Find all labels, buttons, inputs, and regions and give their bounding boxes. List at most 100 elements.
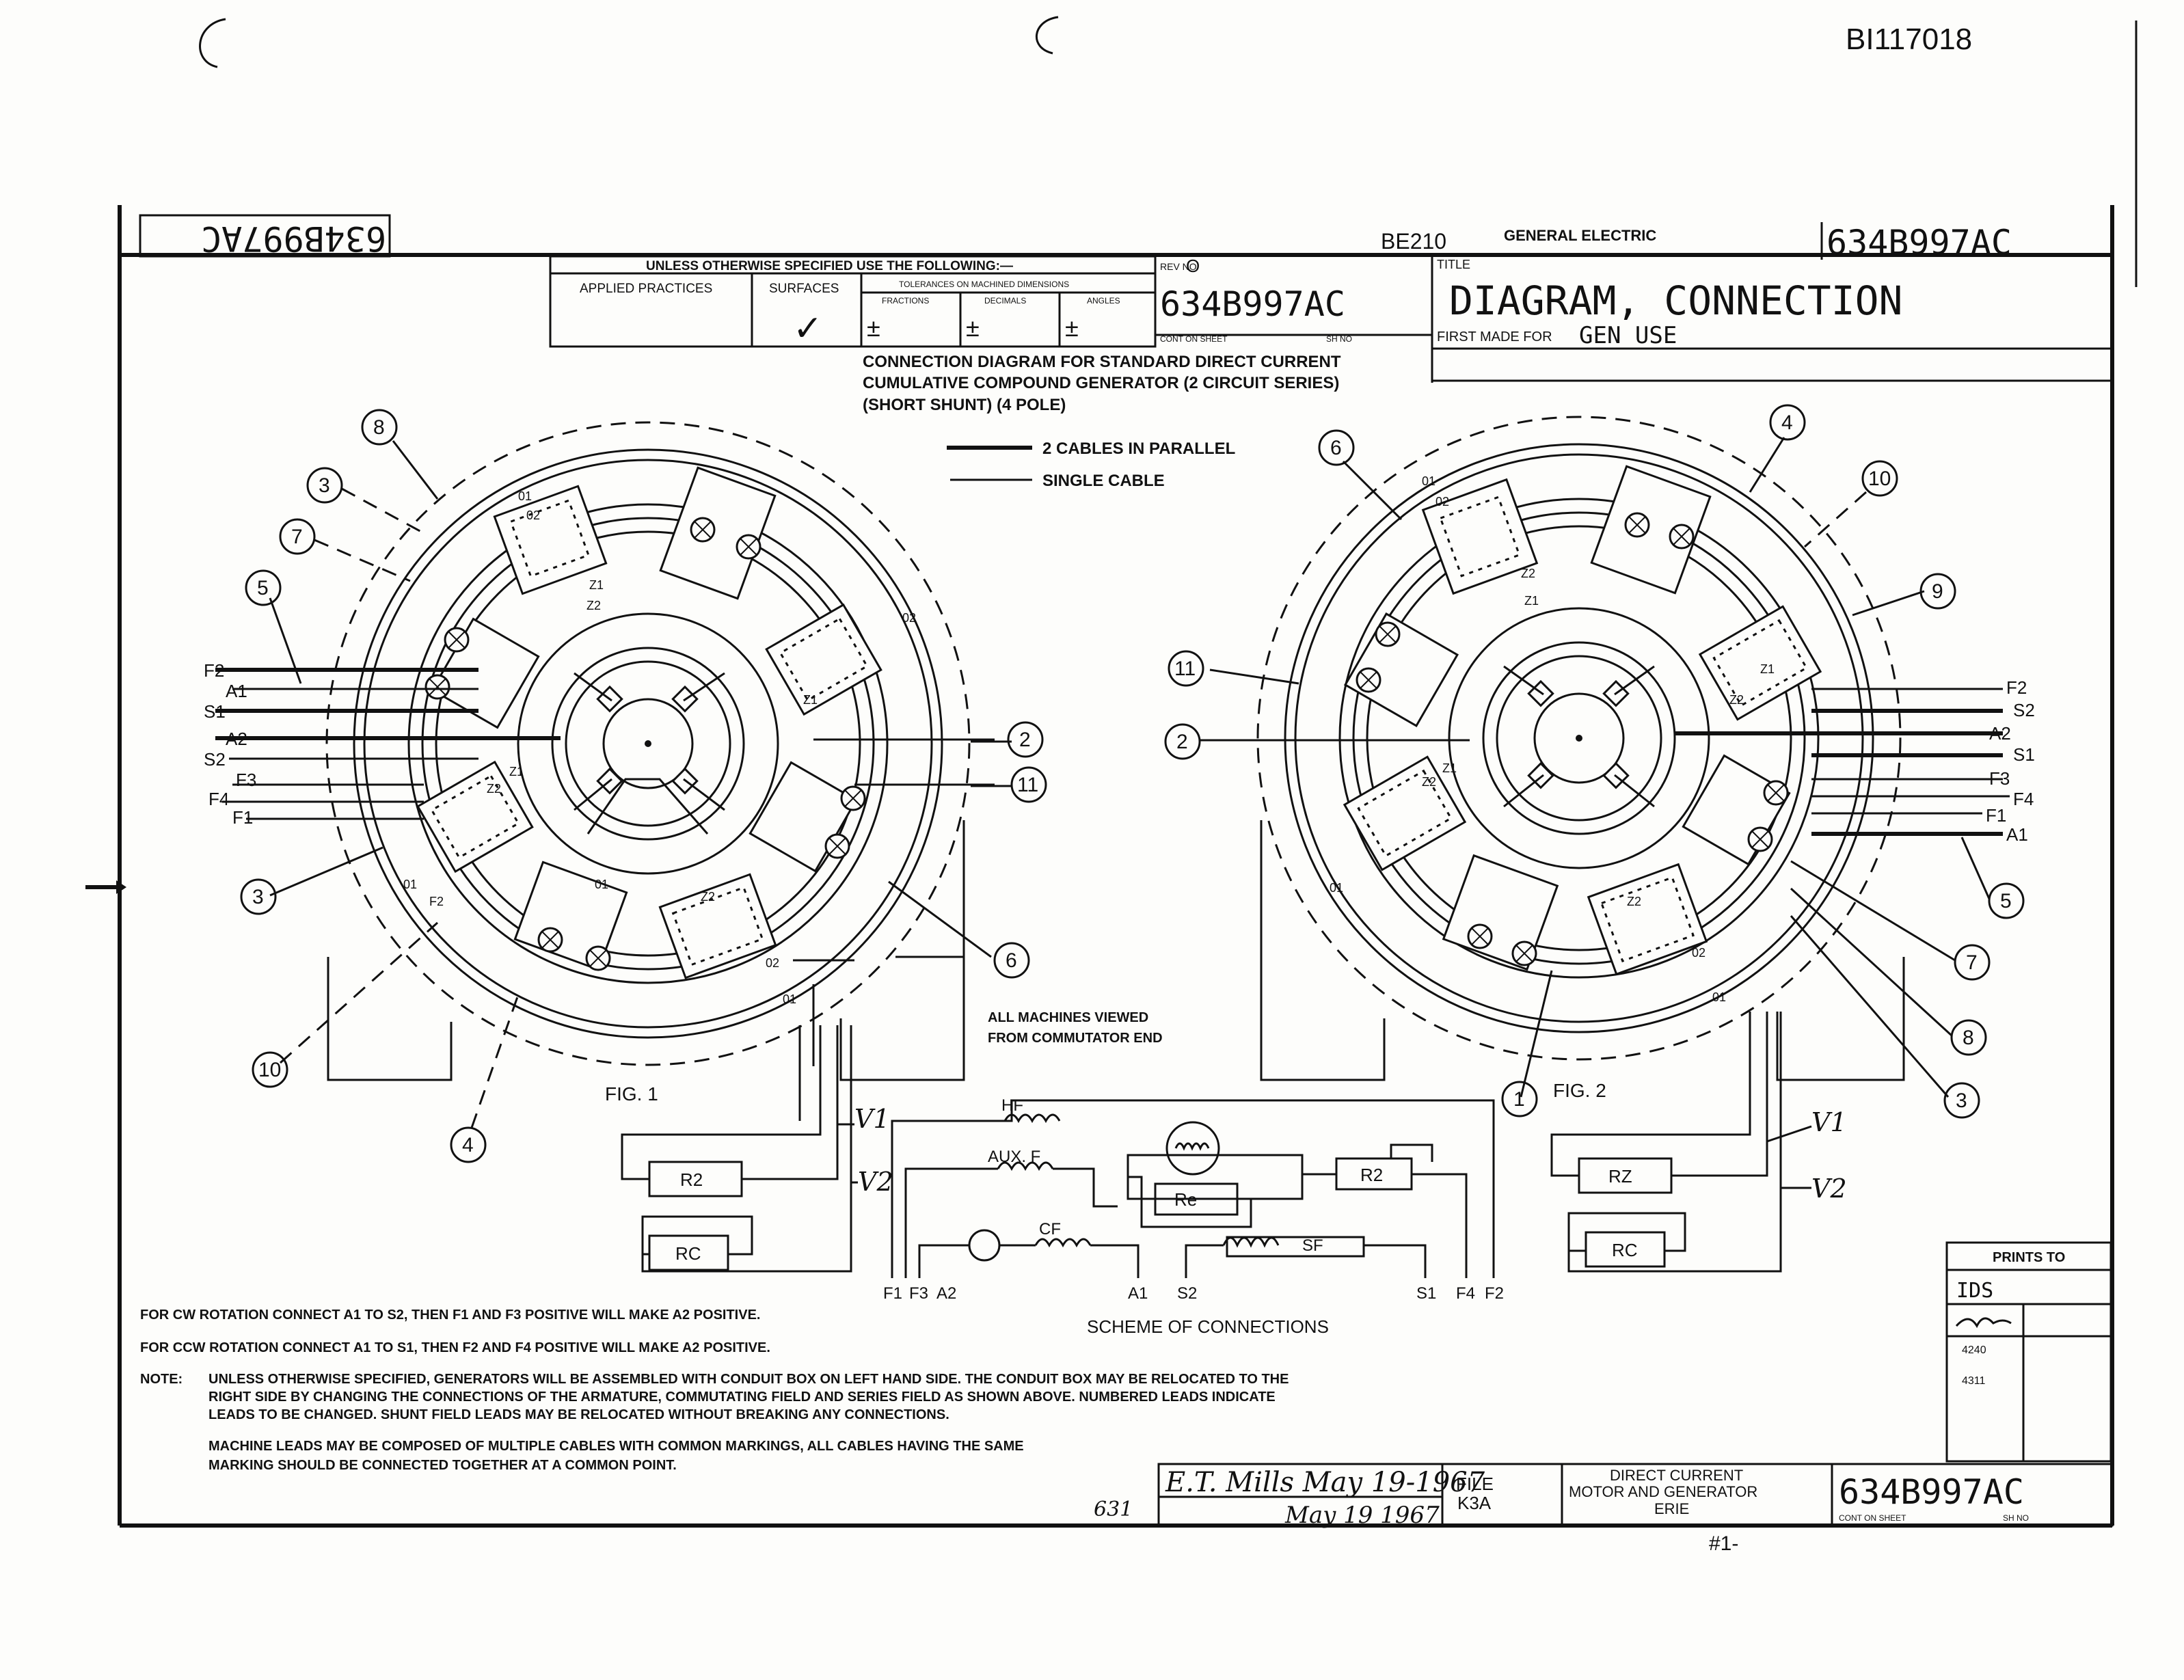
scheme-r2-wiper — [1390, 1143, 1433, 1162]
fig2-mark-01c: 01 — [1330, 881, 1343, 895]
fig1-brush-holders — [424, 517, 866, 971]
fig1-mark-z1a: Z1 — [589, 578, 604, 592]
scheme-re-box — [1154, 1182, 1239, 1216]
fig2-mark-z2a: Z2 — [1521, 567, 1535, 580]
scheme-a1-lead — [1090, 1244, 1140, 1278]
scheme-a2-lead — [918, 1244, 969, 1278]
surfaces-label: SURFACES — [769, 282, 839, 296]
fig2-brush-holders — [1356, 512, 1789, 966]
notes: FOR CW ROTATION CONNECT A1 TO S2, THEN F… — [140, 1308, 1289, 1473]
scheme-aux-lead — [904, 1167, 998, 1278]
fig1-lead-s1: S1 — [204, 701, 226, 722]
description: CONNECTION DIAGRAM FOR STANDARD DIRECT C… — [863, 353, 1341, 414]
angles-tol: ± — [1065, 314, 1079, 342]
fig1-mark-z1b: Z1 — [803, 693, 818, 707]
fig1-r2-label: R2 — [680, 1169, 703, 1190]
legend-parallel-label: 2 CABLES IN PARALLEL — [1042, 439, 1235, 458]
bottom-cont-label: CONT ON SHEET — [1839, 1513, 1906, 1523]
fig1-rheostats: R2 RC V1 V2 — [621, 1025, 893, 1273]
fig1-rc-label: RC — [675, 1243, 701, 1264]
decimals-tol: ± — [966, 314, 980, 342]
margin-mark: 631 — [1094, 1498, 1133, 1521]
fig1-callout-7: 7 — [291, 526, 303, 548]
fig1-mark-02b: 02 — [902, 611, 916, 625]
scheme-f4-lead — [1412, 1173, 1468, 1278]
fig2-lead-a2: A2 — [1989, 723, 2011, 744]
fig1-mark-z2c: Z2 — [487, 782, 501, 796]
binder-hole-mark-2 — [1035, 16, 1059, 55]
scheme-re-label: Re — [1174, 1189, 1197, 1210]
binder-hole-mark — [199, 18, 226, 68]
scheme-field-wave — [1174, 1142, 1210, 1151]
scheme-cf-label: CF — [1039, 1220, 1061, 1238]
scheme-aux-lead-2 — [1053, 1167, 1118, 1208]
rev-label: REV NO — [1160, 261, 1197, 272]
line-legend: 2 CABLES IN PARALLEL SINGLE CABLE — [947, 439, 1235, 490]
scheme-field-winding — [1165, 1121, 1220, 1176]
fig2-callout-7: 7 — [1966, 951, 1978, 974]
fig2-callout-2: 2 — [1176, 731, 1188, 753]
prints-to-4311: 4311 — [1962, 1375, 1986, 1387]
fig2-rheostats: RZ RC V1 V2 — [1550, 1012, 1847, 1273]
fig2-callout-8: 8 — [1963, 1027, 1974, 1049]
signature-drawn-by: E.T. Mills May 19-1967 — [1165, 1467, 1485, 1498]
top-right-number: 634B997AC — [1826, 223, 2012, 262]
fig1-callout-6: 6 — [1006, 949, 1017, 972]
scheme-term-a1: A1 — [1128, 1284, 1148, 1303]
fig1-callout-5: 5 — [257, 577, 269, 599]
note-ccw: FOR CCW ROTATION CONNECT A1 TO S1, THEN … — [140, 1340, 770, 1355]
fig1-v1-label: V1 — [854, 1104, 890, 1134]
fig2-lead-f2: F2 — [2006, 677, 2027, 698]
scheme-term-s1: S1 — [1416, 1284, 1436, 1303]
fig1-lead-f3: F3 — [236, 770, 256, 790]
scheme-aux-label: AUX. F — [988, 1148, 1040, 1166]
fig1-mark-01c: 01 — [403, 878, 417, 891]
fig2-frame — [1256, 416, 1905, 1081]
bottom-drawing-number: 634B997AC — [1839, 1472, 2024, 1512]
fig1-mark-01e: 01 — [783, 992, 796, 1006]
fig1-label: FIG. 1 — [605, 1083, 658, 1105]
note1-line-3: LEADS TO BE CHANGED. SHUNT FIELD LEADS M… — [208, 1407, 949, 1422]
fig2-label: FIG. 2 — [1553, 1080, 1606, 1101]
fig1-lead-s2: S2 — [204, 749, 226, 770]
scheme-term-f4: F4 — [1456, 1284, 1475, 1303]
view-note-line-2: FROM COMMUTATOR END — [988, 1031, 1163, 1046]
scheme-term-f1: F1 — [883, 1284, 902, 1303]
fig1-rc-box — [648, 1234, 729, 1271]
scheme-title: SCHEME OF CONNECTIONS — [1087, 1316, 1329, 1337]
rev-value: O — [1186, 256, 1200, 276]
fig1-callout-3: 3 — [319, 474, 330, 497]
signature-approved: May 19 1967 — [1284, 1502, 1440, 1529]
description-line-3: (SHORT SHUNT) (4 POLE) — [863, 396, 1066, 414]
scheme-r2-label: R2 — [1360, 1165, 1383, 1185]
title-block: BE210 GENERAL ELECTRIC 634B997AC TITLE D… — [1381, 222, 2112, 382]
note1-line-2: RIGHT SIDE BY CHANGING THE CONNECTIONS O… — [208, 1390, 1276, 1405]
fig1-pole-marks: 01 02 Z1 Z2 02 Z1 Z1 Z2 F2 01 01 Z2 02 0… — [403, 489, 916, 1006]
fig2-lead-f3: F3 — [1989, 768, 2010, 789]
fig2-callout-5: 5 — [2000, 890, 2012, 912]
dept-line-1: DIRECT CURRENT — [1610, 1467, 1743, 1484]
fig2-rc-label: RC — [1612, 1240, 1638, 1260]
scheme-re-lead — [1128, 1176, 1252, 1228]
description-line-2: CUMULATIVE COMPOUND GENERATOR (2 CIRCUIT… — [863, 374, 1339, 392]
fig1-callout-11: 11 — [1017, 774, 1038, 796]
fig2-mark-z2d: Z2 — [1627, 895, 1641, 908]
prints-to-label: PRINTS TO — [1993, 1250, 2065, 1265]
inverted-corner-number: 634B997AC — [139, 214, 391, 258]
scheme-hf-loop — [891, 1099, 1495, 1278]
tolerance-block: UNLESS OTHERWISE SPECIFIED USE THE FOLLO… — [549, 255, 1157, 349]
figure-1: 01 02 Z1 Z2 02 Z1 Z1 Z2 F2 01 01 Z2 02 0… — [204, 409, 1047, 1163]
fig1-lead-f4: F4 — [208, 789, 229, 809]
fig2-callout-9: 9 — [1932, 580, 1943, 603]
bottom-title-block: E.T. Mills May 19-1967 May 19 1967 FILE … — [1094, 1463, 2114, 1555]
surface-checkmark: ✓ — [793, 309, 823, 349]
fig1-v2-label: V2 — [858, 1167, 893, 1197]
scheme-of-connections: HF AUX. F CF SF Re R2 F1 F3 A2 A1 S2 — [883, 1096, 1504, 1337]
scheme-s1-lead — [1364, 1244, 1427, 1278]
scheme-term-a2: A2 — [936, 1284, 956, 1303]
bottom-sh-label: SH NO — [2003, 1513, 2029, 1523]
fig2-v2-label: V2 — [1811, 1174, 1847, 1204]
fig2-mark-z1a: Z1 — [1524, 594, 1539, 608]
fig2-mark-01a: 01 — [1422, 474, 1435, 488]
